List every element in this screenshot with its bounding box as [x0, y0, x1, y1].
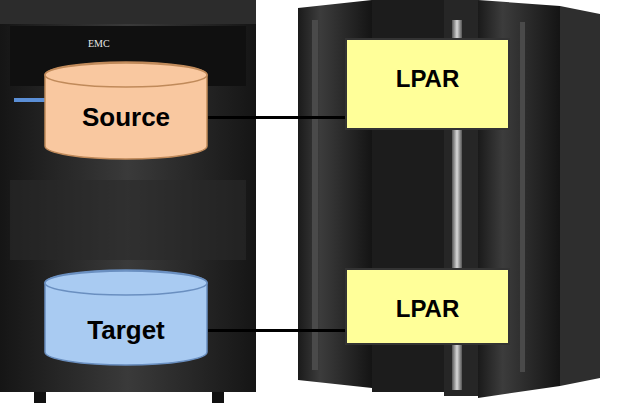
brand-label: EMC: [88, 38, 110, 49]
connector-line: [208, 329, 345, 332]
connector-line: [208, 116, 345, 119]
storage-cylinder: Target: [44, 270, 208, 366]
lpar-box: LPAR: [345, 268, 510, 345]
node-label: LPAR: [396, 65, 460, 93]
node-label: Target: [87, 316, 165, 346]
storage-cabinet: [0, 0, 256, 403]
mainframe-illustration: [298, 0, 600, 398]
node-label: Source: [82, 103, 170, 133]
storage-cylinder: Source: [44, 62, 208, 160]
lpar-box: LPAR: [345, 38, 510, 130]
node-label: LPAR: [396, 295, 460, 323]
